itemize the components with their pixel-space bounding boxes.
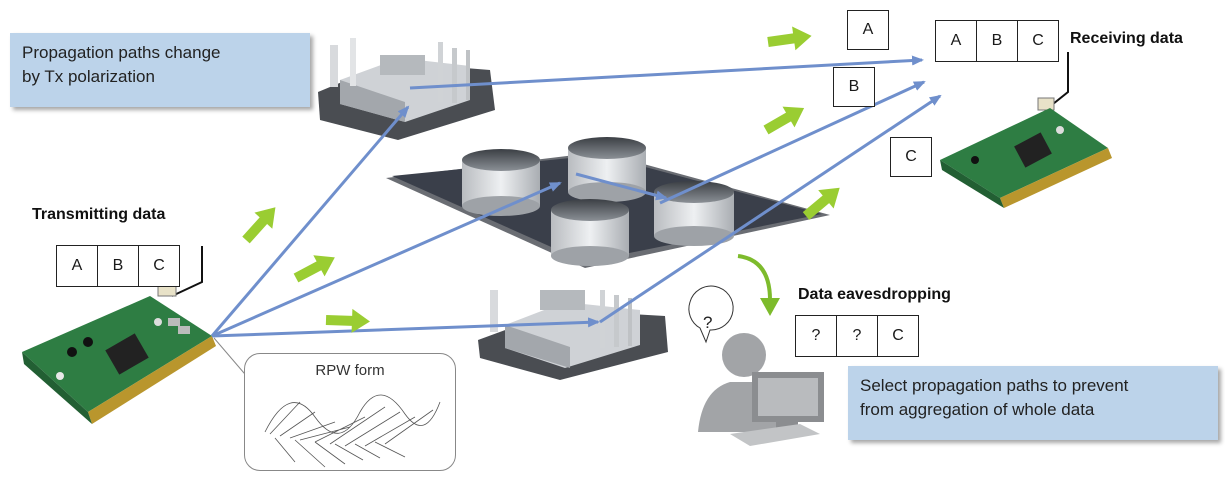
- rpw-title: RPW form: [315, 362, 385, 379]
- path-line: [575, 172, 668, 201]
- green-arrow: [763, 106, 805, 135]
- green-arrow: [242, 207, 276, 244]
- path-line: [211, 181, 562, 338]
- eavesdrop-packet: ? ? C: [795, 315, 919, 357]
- path-line: [210, 105, 410, 337]
- receiver-board-icon: [940, 52, 1112, 208]
- packet-cell: ?: [796, 316, 837, 356]
- packet-cell: C: [892, 327, 904, 344]
- packet-b: B: [833, 67, 875, 107]
- eavesdropping-label: Data eavesdropping: [798, 286, 951, 303]
- note-line: from aggregation of whole data: [860, 400, 1095, 419]
- transmit-packet: A B C: [56, 245, 180, 287]
- green-arrows: [242, 26, 840, 333]
- packet-a: A: [847, 10, 889, 50]
- factory-top-icon: [318, 38, 495, 140]
- path-line: [659, 80, 926, 205]
- propagation-paths: [210, 55, 942, 338]
- receive-packet: A B C: [935, 20, 1059, 62]
- speech-bubble: [688, 285, 734, 344]
- green-arrow: [802, 187, 840, 220]
- transmitting-label: Transmitting data: [32, 206, 166, 223]
- tank-icon: [551, 199, 629, 266]
- path-selection-note: Select propagation paths to prevent from…: [848, 366, 1218, 440]
- tank-icon: [654, 181, 734, 246]
- polarization-note: Propagation paths change by Tx polarizat…: [10, 33, 310, 107]
- note-line: Propagation paths change: [22, 43, 221, 62]
- green-arrow: [293, 255, 335, 283]
- green-arrow: [325, 308, 370, 333]
- eavesdrop-arrow: [737, 254, 780, 316]
- speech-bubble-text: ?: [703, 313, 713, 332]
- packet-cell: C: [1032, 32, 1044, 49]
- note-line: by Tx polarization: [22, 67, 155, 86]
- tank-icon: [462, 149, 540, 216]
- note-line: Select propagation paths to prevent: [860, 376, 1129, 395]
- tank-icon: [568, 137, 646, 202]
- packet-cell: ?: [837, 316, 878, 356]
- rpw-callout: RPW form: [244, 353, 456, 471]
- packet-cell: B: [977, 21, 1018, 61]
- path-line: [409, 55, 924, 90]
- factory-bottom-icon: [478, 290, 668, 380]
- green-arrow: [767, 26, 812, 51]
- packet-cell: B: [98, 246, 139, 286]
- packet-c: C: [890, 137, 932, 177]
- eavesdropper-icon: [698, 333, 824, 446]
- packet-cell: C: [153, 257, 165, 274]
- receiving-label: Receiving data: [1070, 30, 1183, 47]
- transmitter-board-icon: [22, 246, 216, 424]
- packet-cell: A: [936, 21, 977, 61]
- packet-cell: A: [57, 246, 98, 286]
- path-line: [211, 317, 600, 338]
- path-line: [599, 94, 942, 324]
- rpw-waveform: [264, 394, 441, 468]
